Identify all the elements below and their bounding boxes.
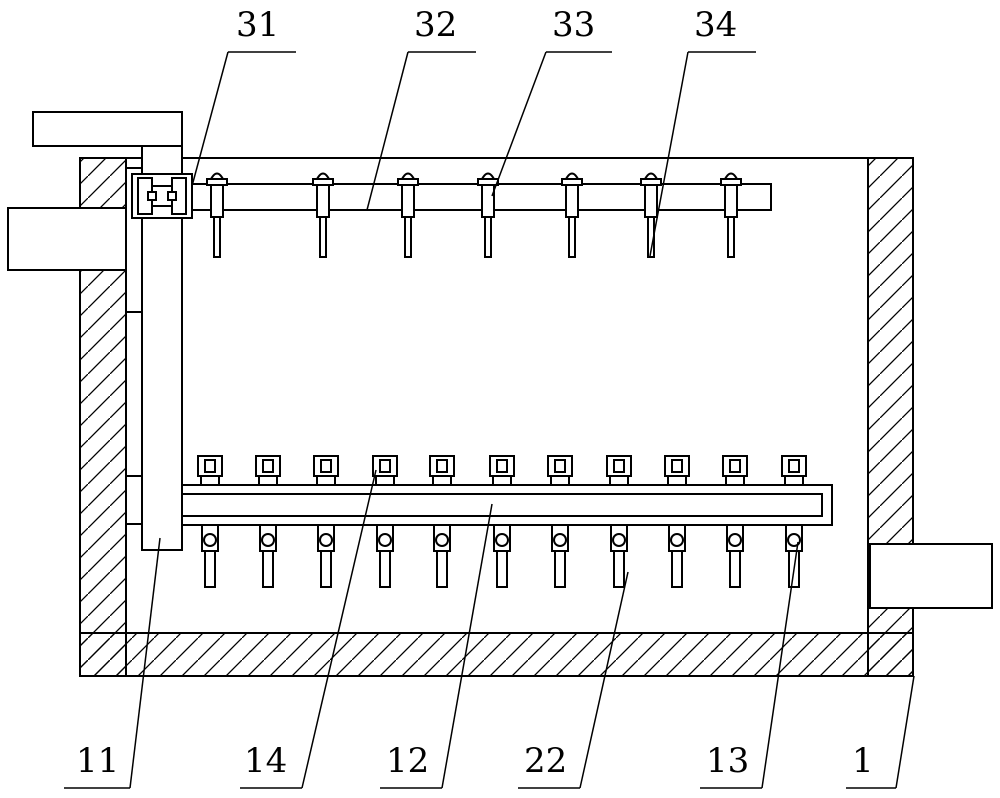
- label-22: 22: [524, 741, 567, 781]
- leader-lines: [64, 51, 915, 789]
- lower-nozzle: [489, 455, 515, 588]
- upper-nozzle: [312, 172, 334, 258]
- lower-nozzle: [313, 455, 339, 588]
- lower-nozzle: [664, 455, 690, 588]
- vertical-rail: [125, 167, 143, 525]
- reference-labels: 31 32 33 34 11 14 12 22 13 1: [76, 5, 874, 781]
- leader-33-tip: [491, 51, 547, 197]
- leader-13-tip: [761, 541, 799, 789]
- lower-nozzle: [197, 455, 223, 588]
- leader-31-tip: [191, 51, 229, 187]
- label-12: 12: [386, 741, 429, 781]
- label-1: 1: [852, 741, 874, 781]
- label-33: 33: [552, 5, 595, 45]
- lower-nozzles: [197, 455, 807, 588]
- lower-nozzle: [372, 455, 398, 588]
- upper-nozzle: [561, 172, 583, 258]
- lower-nozzle: [547, 455, 573, 588]
- upper-nozzles: [206, 172, 742, 258]
- lower-nozzle: [722, 455, 748, 588]
- leader-12-tip: [441, 503, 493, 789]
- lower-nozzle: [429, 455, 455, 588]
- inlet-pipe: [7, 207, 127, 271]
- lower-nozzle: [255, 455, 281, 588]
- outlet-pipe: [869, 543, 993, 609]
- upper-nozzle: [206, 172, 228, 258]
- label-34: 34: [694, 5, 737, 45]
- leader-32-tip: [366, 51, 409, 211]
- upper-nozzle: [720, 172, 742, 258]
- label-13: 13: [706, 741, 749, 781]
- lower-nozzle: [606, 455, 632, 588]
- leader-34-tip: [649, 51, 689, 257]
- sliding-clamp: [131, 173, 193, 219]
- tank-bottom-wall: [79, 632, 914, 677]
- label-11: 11: [76, 741, 119, 781]
- upper-nozzle: [397, 172, 419, 258]
- label-14: 14: [244, 741, 287, 781]
- leader-22-tip: [579, 571, 629, 789]
- lower-bar: [181, 484, 833, 526]
- label-31: 31: [236, 5, 279, 45]
- leader-11-tip: [129, 537, 161, 789]
- leader-1-tip: [895, 675, 915, 789]
- leader-14-tip: [301, 469, 377, 789]
- upper-nozzle: [477, 172, 499, 258]
- label-32: 32: [414, 5, 457, 45]
